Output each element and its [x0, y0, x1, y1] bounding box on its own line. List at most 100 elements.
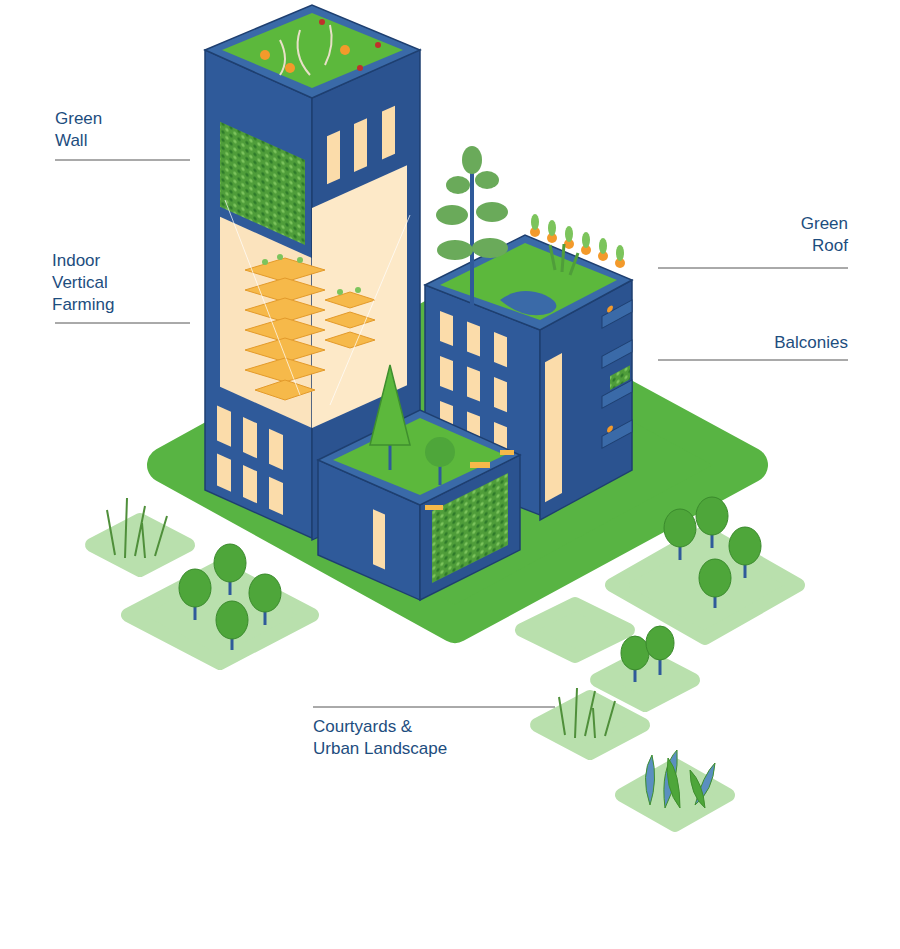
right-building-part-part	[462, 146, 482, 174]
right-building-part-part	[599, 238, 607, 254]
tower-part-part	[355, 287, 361, 293]
right-building-part-part	[467, 366, 480, 401]
leader-lines-part	[55, 323, 190, 324]
callout-label: Green Roof	[778, 213, 848, 257]
right-building-part	[550, 244, 578, 275]
tower-part-part	[325, 292, 375, 308]
trees-part-part	[216, 601, 248, 639]
landscape-tiles-part	[128, 567, 312, 663]
trees-part	[179, 497, 761, 670]
leader-lines-part	[658, 268, 848, 269]
landscape-tiles-part	[612, 532, 798, 638]
right-building-part-part	[602, 340, 632, 368]
tower-part-part	[277, 254, 283, 260]
leader-lines-part	[658, 360, 848, 361]
tower-part-part	[255, 380, 315, 400]
tower-part-part	[337, 289, 343, 295]
trees	[179, 497, 761, 682]
tower-part	[357, 65, 363, 71]
right-building-part	[425, 235, 632, 330]
courtyard-block-part	[318, 410, 520, 505]
leader-lines	[55, 160, 848, 707]
tower-part	[280, 25, 332, 75]
trees-part-part	[729, 527, 761, 565]
tower-part	[340, 45, 350, 55]
tower-part-part	[243, 465, 257, 503]
right-building-part-part	[616, 245, 624, 261]
trees-part-part	[646, 626, 674, 660]
leafy-plants-part	[645, 755, 654, 805]
tower-part	[285, 63, 295, 73]
leafy-plants-part	[690, 770, 705, 808]
tower-part-part	[217, 453, 231, 491]
trees-part	[195, 523, 745, 682]
courtyard-block-part-part	[373, 509, 385, 569]
tower-part	[205, 5, 420, 98]
tower-part-part	[382, 106, 395, 160]
herbs-part	[559, 688, 615, 738]
right-building-part-part	[440, 311, 453, 346]
right-building-part	[530, 227, 625, 268]
tower-part	[319, 19, 325, 25]
trees-part-part	[179, 569, 211, 607]
right-building-part-part	[607, 304, 613, 313]
right-building-part-part	[494, 377, 507, 412]
trees-part-part	[249, 574, 281, 612]
tower-part-part	[325, 312, 375, 328]
tower-part-part	[354, 118, 367, 172]
herbs	[107, 498, 615, 738]
tower-part-part	[269, 477, 283, 515]
courtyard-block-part	[370, 365, 410, 445]
tower-part-part	[245, 358, 325, 382]
right-building-part-part	[494, 332, 507, 367]
trees-part-part	[621, 636, 649, 670]
right-building-part-part	[440, 356, 453, 391]
tower-part	[375, 42, 381, 48]
courtyard-block-part	[425, 505, 443, 510]
tower-part	[222, 13, 403, 88]
tower-part-part	[269, 429, 283, 470]
trees-part-part	[664, 509, 696, 547]
right-building-part-part	[548, 220, 556, 236]
tower-part-part	[297, 257, 303, 263]
tower-part-part	[217, 405, 231, 446]
tower-part	[245, 258, 375, 400]
callout-label: Indoor Vertical Farming	[52, 250, 144, 316]
right-building-part-part	[602, 300, 632, 328]
courtyard-block-part	[470, 462, 490, 468]
right-building-part-part	[467, 321, 480, 356]
courtyard-block-part	[500, 450, 514, 455]
leafy-plants-part	[667, 758, 680, 808]
leafy-plants	[645, 750, 715, 808]
landscape-tiles-part	[522, 604, 628, 656]
tower-part-part	[243, 417, 257, 458]
right-building-part-part	[472, 238, 508, 258]
right-building-part	[500, 291, 556, 315]
trees-part-part	[696, 497, 728, 535]
tower-part-part	[325, 332, 375, 348]
right-building-part-part	[436, 205, 468, 225]
tower-part	[225, 200, 410, 405]
right-building-part-part	[437, 240, 473, 260]
right-building-part-part	[446, 176, 470, 194]
right-building-part-part	[602, 420, 632, 448]
right-building-part	[436, 146, 508, 260]
right-building-part-part	[610, 365, 630, 390]
tower-part-part	[262, 259, 268, 265]
courtyard-block-part	[425, 437, 455, 467]
leader-lines-part	[313, 707, 555, 708]
courtyard-block-part	[333, 418, 505, 495]
right-building-part-part	[476, 202, 508, 222]
herbs-part	[107, 498, 167, 558]
trees-part-part	[699, 559, 731, 597]
leader-lines-part	[55, 160, 190, 161]
right-building-part-part	[545, 353, 562, 502]
right-building-part-part	[475, 171, 499, 189]
callout-label: Green Wall	[55, 108, 125, 152]
right-building-part-part	[582, 232, 590, 248]
right-building-part-part	[565, 226, 573, 242]
tower-part	[260, 50, 270, 60]
landscape-tiles-part	[537, 697, 643, 753]
